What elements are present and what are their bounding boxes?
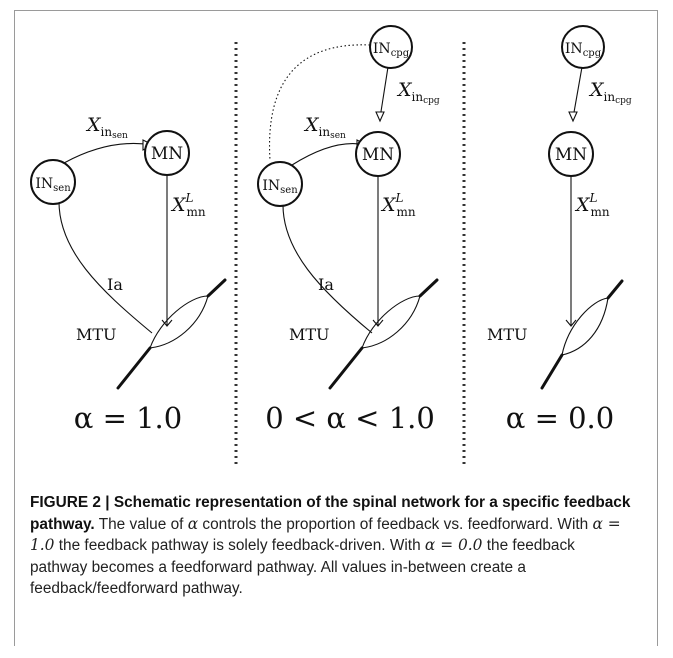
cpg-to-insen-dotted-line	[268, 44, 371, 161]
caption-equation: α = 0.0	[424, 536, 483, 555]
x-in-sen-label: Xinsen	[85, 114, 128, 141]
tendon-upper	[206, 278, 227, 298]
ia-afferent-line	[58, 199, 153, 334]
incpg-to-mn-connection	[572, 66, 583, 119]
synapse-triangle	[375, 111, 385, 123]
in-cpg-node	[369, 25, 413, 69]
in-cpg-label: INcpg	[565, 41, 602, 59]
incpg-to-mn-connection	[379, 66, 389, 119]
caption-label: FIGURE 2 | Schematic representation of t…	[30, 494, 631, 533]
mn-label: MN	[555, 145, 587, 165]
mn-node	[548, 131, 594, 177]
muscle-belly-top	[361, 295, 421, 349]
tendon-upper	[606, 279, 624, 300]
mtu-label: MTU	[76, 325, 117, 344]
tendon-upper	[418, 278, 439, 298]
mn-label: MN	[362, 145, 394, 165]
mtu-label: MTU	[289, 325, 330, 344]
muscle-belly-top	[561, 297, 609, 356]
synapse-triangle	[568, 111, 578, 123]
in-sen-node	[257, 161, 303, 207]
in-sen-node	[30, 159, 76, 205]
mtu-label: MTU	[487, 325, 528, 344]
motor-endplate	[372, 319, 384, 327]
motor-endplate	[161, 319, 173, 327]
ia-label: Ia	[318, 275, 334, 294]
motor-endplate	[565, 319, 577, 327]
x-in-cpg-label: Xincpg	[396, 79, 440, 106]
in-cpg-label: INcpg	[373, 41, 410, 59]
insen-to-mn-connection	[291, 143, 367, 166]
in-sen-label: INsen	[262, 178, 298, 196]
tendon-lower	[540, 353, 564, 390]
in-sen-label: INsen	[35, 176, 71, 194]
caption-alpha: α	[187, 514, 199, 533]
caption-text: the feedback pathway becomes a feedforwa…	[30, 537, 575, 598]
alpha-equation: α = 1.0	[74, 401, 182, 435]
alpha-equation: 0 < α < 1.0	[265, 401, 435, 435]
figure-caption: FIGURE 2 | Schematic representation of t…	[30, 492, 635, 600]
caption-text: controls the proportion of feedback vs. …	[198, 515, 593, 533]
insen-to-mn-connection	[63, 142, 153, 164]
alpha-equation: α = 0.0	[506, 401, 614, 435]
caption-text: the feedback pathway is solely feedback-…	[54, 537, 425, 555]
ia-label: Ia	[107, 275, 123, 294]
x-in-sen-label: Xinsen	[303, 114, 346, 141]
in-cpg-node	[561, 25, 605, 69]
tendon-lower	[116, 346, 152, 390]
caption-equation: α = 1.0	[30, 514, 621, 555]
tendon-lower	[328, 346, 364, 390]
figure-frame	[14, 10, 658, 646]
muscle-belly-bottom	[561, 297, 609, 356]
mn-node	[355, 131, 401, 177]
caption-text: The value of	[94, 515, 188, 533]
mn-node	[144, 130, 190, 176]
mn-label: MN	[151, 144, 183, 164]
x-in-cpg-label: Xincpg	[588, 79, 632, 106]
ia-afferent-line	[282, 202, 373, 334]
muscle-belly-bottom	[149, 295, 209, 349]
muscle-belly-top	[149, 295, 209, 349]
muscle-belly-bottom	[361, 295, 421, 349]
